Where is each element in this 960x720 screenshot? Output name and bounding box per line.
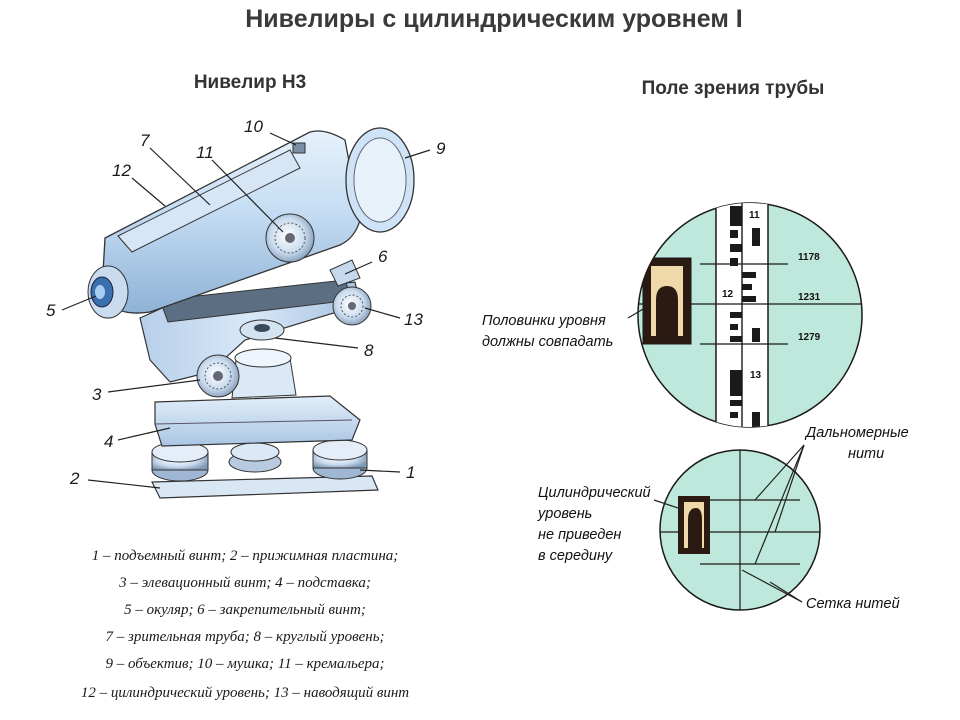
part-number-11: 11	[196, 143, 214, 162]
reticle-view	[659, 449, 821, 611]
part-number-9: 9	[436, 139, 446, 158]
cylindrical-level-housing	[117, 149, 301, 253]
part-number-4: 4	[104, 432, 113, 451]
left-subtitle: Нивелир Н3	[194, 72, 306, 93]
part-number-7: 7	[140, 131, 150, 150]
part-numbers: 1 2 3 4 5 6 7 8 9 10 11 12 13	[46, 117, 446, 488]
stadia-note-line-1: Дальномерные	[804, 425, 909, 441]
halves-note-line-2: должны совпадать	[482, 334, 613, 350]
clamp-screw	[329, 259, 361, 287]
foot-screw-left	[151, 441, 209, 482]
center-foot	[228, 442, 282, 473]
staff-mark-11: 11	[749, 210, 760, 221]
part-number-12: 12	[112, 161, 131, 180]
level-note-line-1: Цилиндрический	[538, 485, 651, 501]
part-number-5: 5	[46, 301, 56, 320]
reading-middle: 1231	[798, 292, 821, 303]
objective-lens	[345, 127, 415, 233]
legend-line: 9 – объектив; 10 – мушка; 11 – кремальер…	[105, 656, 384, 672]
level-note-line-2: уровень	[537, 506, 592, 522]
legend-line: 1 – подъемный винт; 2 – прижимная пласти…	[92, 548, 399, 564]
tangent-screw	[332, 286, 372, 326]
grid-note-label: Сетка нитей	[806, 596, 900, 612]
parts-legend: 1 – подъемный винт; 2 – прижимная пласти…	[81, 548, 409, 701]
part-number-8: 8	[364, 341, 374, 360]
foot-screw-right	[312, 439, 368, 480]
eyepiece	[87, 265, 129, 319]
halves-note: Половинки уровня должны совпадать	[478, 304, 651, 354]
bubble-halves-window	[642, 257, 692, 345]
legend-line: 7 – зрительная труба; 8 – круглый уровен…	[105, 629, 384, 645]
reading-upper: 1178	[798, 252, 820, 263]
staff-mark-12: 12	[722, 289, 734, 300]
front-sight	[292, 142, 306, 154]
part-number-1: 1	[406, 463, 415, 482]
staff-graduations	[730, 206, 760, 427]
off-center-bubble-window	[678, 496, 710, 554]
level-instrument-illustration	[87, 127, 415, 499]
base-plate	[151, 475, 379, 499]
page-title: Нивелиры с цилиндрическим уровнем I	[245, 5, 743, 33]
part-number-2: 2	[69, 469, 80, 488]
part-number-13: 13	[404, 310, 423, 329]
off-level-note: Цилиндрический уровень не приведен в сер…	[537, 485, 685, 564]
grid-note: Сетка нитей	[741, 569, 900, 612]
staff-mark-13: 13	[750, 370, 762, 381]
legend-line: 5 – окуляр; 6 – закрепительный винт;	[124, 602, 366, 618]
legend-line: 3 – элевационный винт; 4 – подставка;	[118, 575, 371, 591]
part-number-3: 3	[92, 385, 102, 404]
stand-base	[154, 395, 361, 447]
right-subtitle: Поле зрения трубы	[642, 78, 825, 99]
reading-lower: 1279	[798, 332, 821, 343]
level-note-line-4: в середину	[538, 548, 613, 564]
legend-line: 12 – цилиндрический уровень; 13 – наводя…	[81, 685, 409, 701]
field-of-view: 11 12 13 1178 1231 1279	[637, 202, 863, 428]
part-number-6: 6	[378, 247, 388, 266]
focusing-knob	[265, 213, 315, 263]
part-number-10: 10	[244, 117, 263, 136]
stadia-note-line-2: нити	[848, 446, 884, 462]
halves-note-line-1: Половинки уровня	[482, 313, 606, 329]
stadia-note: Дальномерные нити	[754, 425, 909, 565]
part-leaders	[61, 132, 431, 489]
level-note-line-3: не приведен	[538, 527, 621, 543]
circular-level	[239, 319, 285, 341]
elevation-screw	[196, 354, 240, 398]
